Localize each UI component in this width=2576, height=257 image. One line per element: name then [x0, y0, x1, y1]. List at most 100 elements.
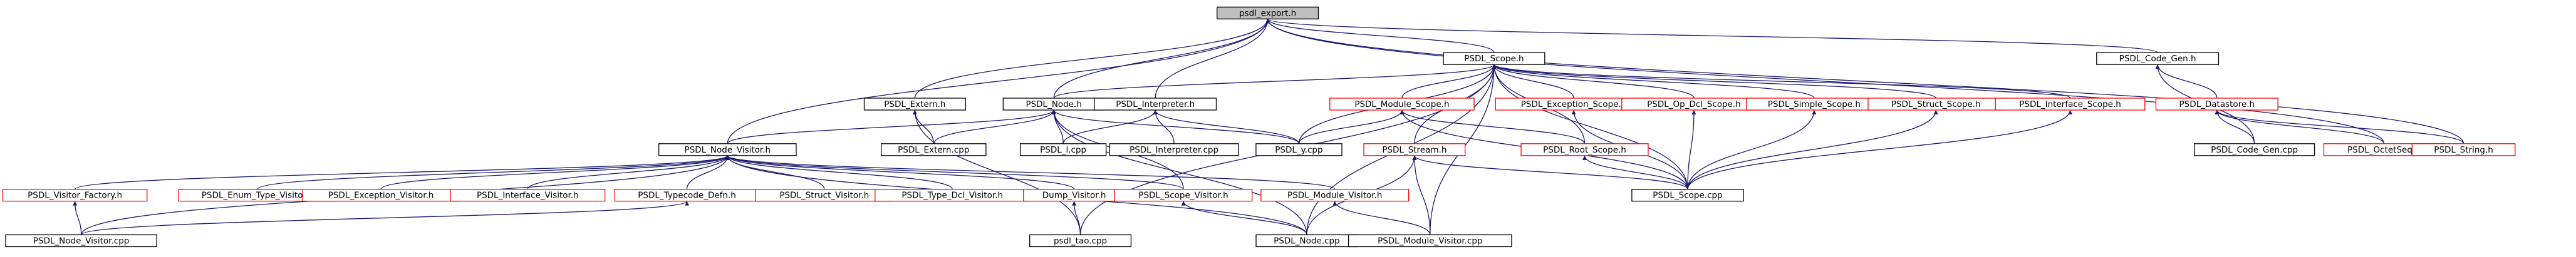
- edge-PSDL_Scope_cpp-to-PSDL_Interface_Scope_h: [1687, 109, 2072, 189]
- node-PSDL_Module_Scope_h[interactable]: PSDL_Module_Scope.h: [1329, 98, 1475, 111]
- node-PSDL_Extern_cpp[interactable]: PSDL_Extern.cpp: [881, 143, 987, 156]
- node-label: PSDL_Interface_Scope.h: [2019, 99, 2121, 109]
- node-box[interactable]: [1019, 143, 1107, 156]
- node-PSDL_Exception_Scope_h[interactable]: PSDL_Exception_Scope.h: [1495, 98, 1653, 111]
- node-PSDL_Module_Visitor_cpp[interactable]: PSDL_Module_Visitor.cpp: [1348, 234, 1512, 248]
- edge-PSDL_OctetSeq_h-to-PSDL_Datastore_h: [2215, 109, 2385, 144]
- node-box[interactable]: [2411, 143, 2516, 156]
- node-PSDL_l_cpp[interactable]: PSDL_l.cpp: [1019, 143, 1107, 156]
- node-label: PSDL_Struct_Visitor.h: [779, 191, 869, 201]
- node-PSDL_Stream_h[interactable]: PSDL_Stream.h: [1363, 143, 1466, 156]
- node-box[interactable]: [1631, 189, 1744, 202]
- edge-PSDL_Typecode_Defn_h-to-PSDL_Node_Visitor_h: [686, 155, 730, 189]
- node-PSDL_Node_cpp[interactable]: PSDL_Node.cpp: [1255, 234, 1358, 248]
- node-PSDL_Root_Scope_h[interactable]: PSDL_Root_Scope.h: [1520, 143, 1649, 156]
- node-PSDL_Node_h[interactable]: PSDL_Node.h: [1002, 98, 1105, 111]
- node-PSDL_Simple_Scope_h[interactable]: PSDL_Simple_Scope.h: [1745, 98, 1883, 111]
- node-Dump_Visitor_h[interactable]: Dump_Visitor.h: [1023, 189, 1126, 202]
- node-label: PSDL_Node_Visitor.h: [685, 145, 771, 155]
- node-psdl_export_h[interactable]: psdl_export.h: [1217, 6, 1319, 19]
- node-box[interactable]: [1255, 143, 1343, 156]
- node-PSDL_Visitor_Factory_h[interactable]: PSDL_Visitor_Factory.h: [2, 189, 148, 202]
- node-box[interactable]: [1029, 234, 1132, 248]
- node-box[interactable]: [2194, 143, 2315, 156]
- node-PSDL_Node_Visitor_cpp[interactable]: PSDL_Node_Visitor.cpp: [5, 234, 157, 248]
- node-PSDL_Scope_h[interactable]: PSDL_Scope.h: [1443, 52, 1545, 65]
- edge-PSDL_Node_Visitor_h-to-psdl_export_h: [727, 19, 1270, 144]
- node-box[interactable]: [1329, 98, 1475, 111]
- node-PSDL_Extern_h[interactable]: PSDL_Extern.h: [863, 98, 966, 111]
- node-box[interactable]: [1260, 189, 1410, 202]
- node-PSDL_Node_Visitor_h[interactable]: PSDL_Node_Visitor.h: [658, 143, 797, 156]
- node-label: PSDL_Interpreter.cpp: [1130, 145, 1218, 155]
- dependency-edges: [73, 18, 2464, 236]
- node-box[interactable]: [2155, 98, 2278, 111]
- edge-PSDL_Scope_cpp-to-PSDL_Root_Scope_h: [1582, 155, 1688, 189]
- node-PSDL_Module_Visitor_h[interactable]: PSDL_Module_Visitor.h: [1260, 189, 1410, 202]
- node-PSDL_Struct_Scope_h[interactable]: PSDL_Struct_Scope.h: [1867, 98, 2005, 111]
- edge-PSDL_Code_Gen_cpp-to-PSDL_Datastore_h: [2215, 109, 2255, 144]
- node-PSDL_Exception_Visitor_h[interactable]: PSDL_Exception_Visitor.h: [302, 189, 460, 202]
- edge-PSDL_y_cpp-to-PSDL_Interpreter_h: [1153, 109, 1300, 144]
- node-label: PSDL_Typecode_Defn.h: [638, 191, 736, 201]
- node-PSDL_Interpreter_h[interactable]: PSDL_Interpreter.h: [1094, 98, 1217, 111]
- node-PSDL_Enum_Type_Visitor_h[interactable]: PSDL_Enum_Type_Visitor.h: [178, 189, 337, 202]
- node-PSDL_Interface_Scope_h[interactable]: PSDL_Interface_Scope.h: [1995, 98, 2146, 111]
- node-label: PSDL_Visitor_Factory.h: [28, 191, 122, 201]
- node-PSDL_Datastore_h[interactable]: PSDL_Datastore.h: [2155, 98, 2278, 111]
- node-box[interactable]: [1114, 189, 1253, 202]
- node-label: PSDL_Scope_Visitor.h: [1138, 191, 1228, 201]
- node-PSDL_Code_Gen_h[interactable]: PSDL_Code_Gen.h: [2096, 52, 2220, 65]
- node-box[interactable]: [1348, 234, 1512, 248]
- node-PSDL_Type_Dcl_Visitor_h[interactable]: PSDL_Type_Dcl_Visitor.h: [875, 189, 1031, 202]
- node-label: PSDL_Enum_Type_Visitor.h: [202, 191, 314, 201]
- node-PSDL_Typecode_Defn_h[interactable]: PSDL_Typecode_Defn.h: [614, 189, 760, 202]
- edge-Dump_Visitor_h-to-PSDL_Node_Visitor_h: [725, 155, 1075, 190]
- edge-PSDL_Node_h-to-PSDL_Scope_h: [1053, 64, 1497, 99]
- node-PSDL_Struct_Visitor_h[interactable]: PSDL_Struct_Visitor.h: [755, 189, 894, 202]
- node-PSDL_Code_Gen_cpp[interactable]: PSDL_Code_Gen.cpp: [2194, 143, 2315, 156]
- node-box[interactable]: [2096, 52, 2220, 65]
- node-PSDL_Op_Dcl_Scope_h[interactable]: PSDL_Op_Dcl_Scope.h: [1621, 98, 1767, 111]
- node-box[interactable]: [2, 189, 148, 202]
- node-box[interactable]: [1995, 98, 2146, 111]
- node-box[interactable]: [658, 143, 797, 156]
- node-box[interactable]: [863, 98, 966, 111]
- node-PSDL_Scope_cpp[interactable]: PSDL_Scope.cpp: [1631, 189, 1744, 202]
- edge-PSDL_Extern_cpp-to-PSDL_Node_h: [933, 109, 1056, 144]
- node-label: PSDL_Type_Dcl_Visitor.h: [901, 191, 1003, 201]
- edge-PSDL_y_cpp-to-PSDL_Node_h: [1051, 109, 1300, 144]
- node-PSDL_Interpreter_cpp[interactable]: PSDL_Interpreter.cpp: [1109, 143, 1239, 156]
- node-PSDL_String_h[interactable]: PSDL_String.h: [2411, 143, 2516, 156]
- edge-PSDL_Scope_h-to-psdl_export_h: [1265, 19, 1495, 53]
- node-PSDL_Interface_Visitor_h[interactable]: PSDL_Interface_Visitor.h: [450, 189, 606, 202]
- edge-PSDL_Struct_Scope_h-to-PSDL_Scope_h: [1492, 64, 1936, 99]
- node-label: Dump_Visitor.h: [1042, 191, 1106, 201]
- edge-PSDL_Simple_Scope_h-to-PSDL_Scope_h: [1492, 64, 1815, 99]
- node-label: PSDL_Op_Dcl_Scope.h: [1647, 99, 1741, 109]
- edge-PSDL_Enum_Type_Visitor_h-to-PSDL_Node_Visitor_h: [257, 155, 730, 190]
- node-box[interactable]: [1363, 143, 1466, 156]
- node-PSDL_y_cpp[interactable]: PSDL_y.cpp: [1255, 143, 1343, 156]
- node-label: PSDL_Node_Visitor.cpp: [33, 236, 130, 246]
- node-box[interactable]: [5, 234, 157, 248]
- node-label: psdl_export.h: [1239, 8, 1296, 18]
- edge-PSDL_OctetSeq_h-to-psdl_export_h: [1265, 19, 2385, 144]
- node-box[interactable]: [1094, 98, 1217, 111]
- node-box[interactable]: [450, 189, 606, 202]
- node-box[interactable]: [881, 143, 987, 156]
- edge-PSDL_y_cpp-to-PSDL_Module_Scope_h: [1298, 109, 1405, 144]
- edge-psdl_tao_cpp-to-PSDL_Extern_h: [912, 109, 1081, 235]
- node-label: PSDL_Interpreter.h: [1116, 99, 1195, 109]
- node-box[interactable]: [1520, 143, 1649, 156]
- edge-PSDL_Visitor_Factory_h-to-PSDL_Node_Visitor_h: [74, 155, 730, 190]
- node-PSDL_Scope_Visitor_h[interactable]: PSDL_Scope_Visitor.h: [1114, 189, 1253, 202]
- node-label: PSDL_Scope.h: [1464, 54, 1524, 64]
- edge-PSDL_l_cpp-to-PSDL_Interpreter_h: [1062, 109, 1158, 144]
- node-box[interactable]: [1109, 143, 1239, 156]
- node-box[interactable]: [1217, 6, 1319, 19]
- node-psdl_tao_cpp[interactable]: psdl_tao.cpp: [1029, 234, 1132, 248]
- edge-PSDL_Module_Visitor_cpp-to-PSDL_Stream_h: [1412, 155, 1431, 235]
- node-box[interactable]: [1443, 52, 1545, 65]
